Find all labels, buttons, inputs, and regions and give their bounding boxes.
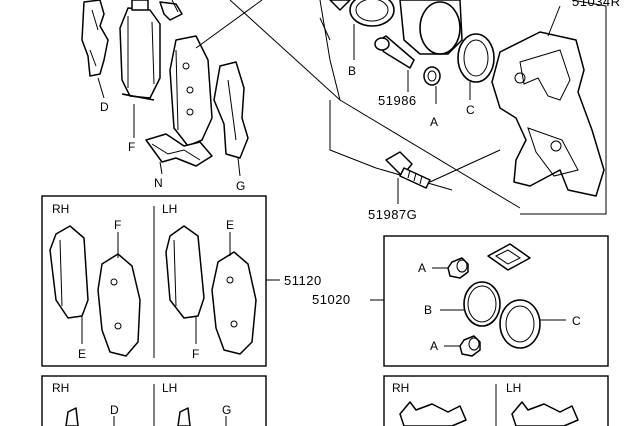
seal-kit-label-b: B xyxy=(424,303,432,317)
label-b: B xyxy=(348,64,356,78)
piston-seal-c xyxy=(457,33,495,83)
piston-boot-b xyxy=(349,0,395,27)
shim-kit-lh: LH xyxy=(162,381,177,395)
part-number-51986: 51986 xyxy=(378,93,417,108)
brake-pad-f xyxy=(119,0,161,101)
clip-kit-lh: LH xyxy=(506,381,521,395)
pad-kit-label-e2: E xyxy=(226,218,234,232)
shim-kit-label-g: G xyxy=(222,403,231,417)
pad-shim-d xyxy=(81,0,109,77)
shim-kit-label-d: D xyxy=(110,403,119,417)
pad-kit-box: RH LH F E E F xyxy=(41,195,267,367)
label-c: C xyxy=(466,103,475,117)
pad-kit-label-f1: F xyxy=(114,218,121,232)
brake-pad-inner xyxy=(169,35,213,147)
label-n: N xyxy=(154,176,163,190)
pad-clip-n xyxy=(145,133,213,167)
clip-kit-box: RH LH xyxy=(383,375,609,426)
pad-kit-rh: RH xyxy=(52,202,69,216)
shim-kit-rh: RH xyxy=(52,381,69,395)
caliper-body xyxy=(491,31,605,197)
pad-kit-label-f2: F xyxy=(192,347,199,361)
part-number-51987g: 51987G xyxy=(368,207,417,222)
clip-kit-rh: RH xyxy=(392,381,409,395)
anti-squeal-clip xyxy=(159,0,183,21)
slide-pin xyxy=(374,35,415,69)
bushing-a xyxy=(423,66,441,86)
pad-kit-lh: LH xyxy=(162,202,177,216)
shim-kit-box: RH LH D G xyxy=(41,375,267,426)
part-number-51020: 51020 xyxy=(312,292,351,307)
pad-shim-g xyxy=(213,61,249,159)
caliper-bolt xyxy=(385,151,431,189)
seal-kit-label-a2: A xyxy=(430,339,438,353)
seal-kit-box: A B C A xyxy=(383,235,609,367)
pad-kit-label-e1: E xyxy=(78,347,86,361)
label-a: A xyxy=(430,115,438,129)
caliper-piston xyxy=(399,0,463,55)
label-d: D xyxy=(100,100,109,114)
seal-kit-label-a1: A xyxy=(418,261,426,275)
seal-kit-label-c: C xyxy=(572,314,581,328)
part-number-51120: 51120 xyxy=(284,273,322,288)
label-f: F xyxy=(128,140,135,154)
label-g: G xyxy=(236,179,245,193)
